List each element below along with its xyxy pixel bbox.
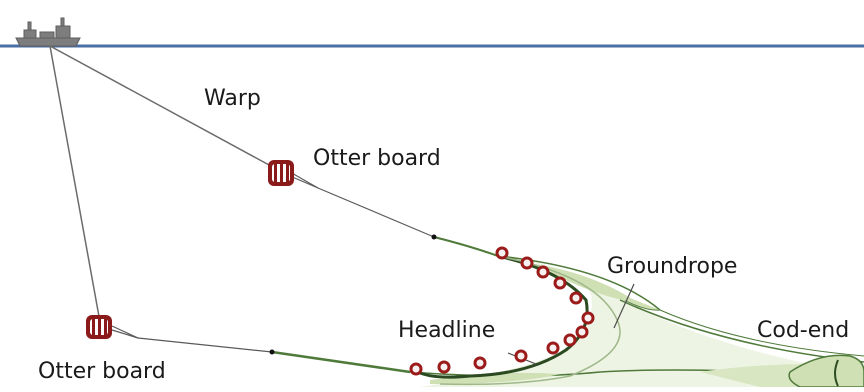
sweep-lower <box>271 350 411 374</box>
floats <box>409 246 595 376</box>
float-icon <box>563 333 577 347</box>
float-icon <box>473 356 487 370</box>
cod-end-shape <box>788 354 864 388</box>
float-icon <box>514 349 528 363</box>
otter-board-upper-label: Otter board <box>313 146 441 171</box>
cod-end-label: Cod-end <box>757 318 850 343</box>
ship-icon <box>15 17 81 47</box>
warp-upper <box>49 45 283 173</box>
float-icon <box>536 265 550 279</box>
otter-board-lower-label: Otter board <box>38 359 166 384</box>
float-icon <box>581 311 595 325</box>
float-icon <box>546 341 560 355</box>
float-icon <box>495 246 509 260</box>
float-icon <box>575 325 589 339</box>
float-icon <box>437 360 451 374</box>
groundrope-rope <box>439 255 621 386</box>
headline-label: Headline <box>398 318 496 343</box>
bridle-upper <box>289 171 435 238</box>
bridle-lower <box>111 325 273 353</box>
otter-board-icon <box>86 315 112 339</box>
float-icon <box>409 362 423 376</box>
warp-knot-upper <box>431 234 437 240</box>
otter-board-icon <box>268 160 294 186</box>
sweep-upper <box>433 236 499 257</box>
warp-knot-lower <box>269 349 275 355</box>
float-icon <box>553 276 567 290</box>
warp-label: Warp <box>204 86 261 111</box>
groundrope-label: Groundrope <box>607 254 738 279</box>
warp-lower <box>49 45 101 323</box>
float-icon <box>520 256 534 270</box>
float-icon <box>569 291 583 305</box>
groundrope-pointer <box>613 283 635 329</box>
